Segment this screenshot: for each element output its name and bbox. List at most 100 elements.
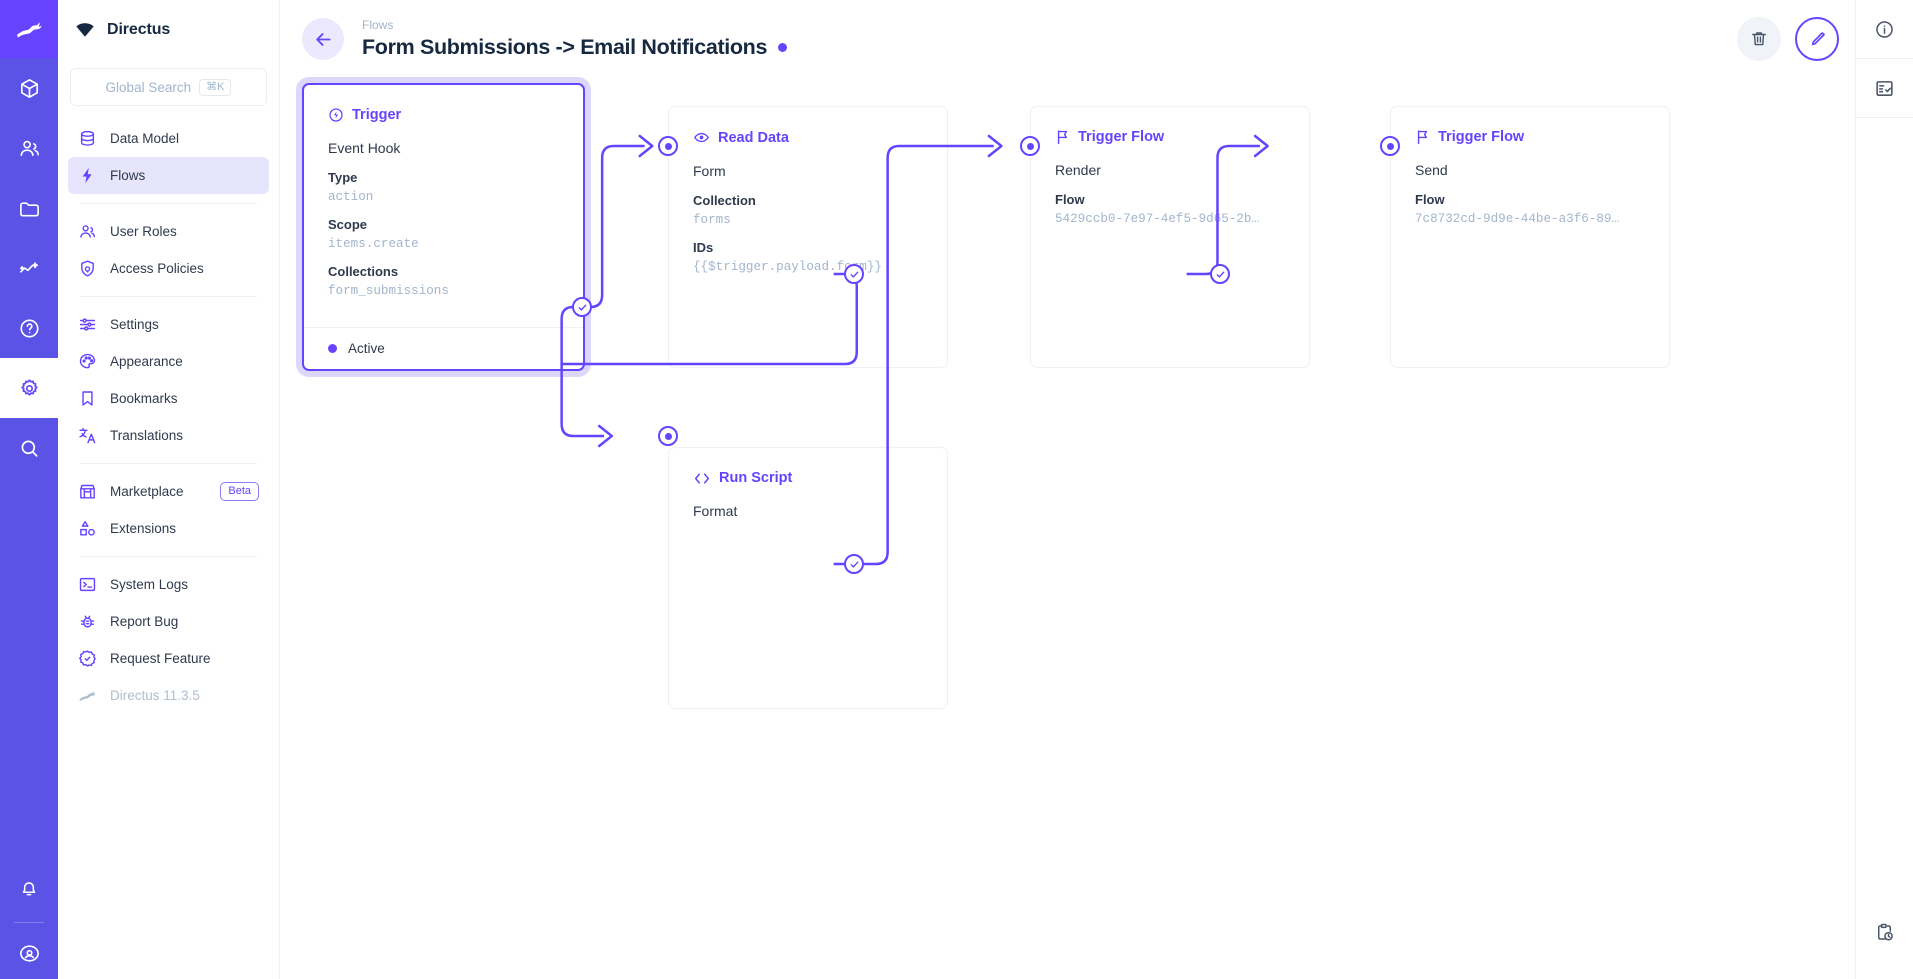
sidebar-item-access-policies[interactable]: Access Policies [68, 250, 269, 287]
sidebar-item-data-model[interactable]: Data Model [68, 120, 269, 157]
sidebar-item-marketplace[interactable]: MarketplaceBeta [68, 473, 269, 510]
sidebar-item-system-logs[interactable]: System Logs [68, 566, 269, 603]
sidebar-item-settings[interactable]: Settings [68, 306, 269, 343]
delete-flow-button[interactable] [1737, 17, 1781, 61]
sidebar-item-appearance[interactable]: Appearance [68, 343, 269, 380]
page-header: Flows Form Submissions -> Email Notifica… [280, 0, 1855, 78]
node-status-label: Active [348, 341, 385, 356]
port-send-input[interactable] [1380, 136, 1400, 156]
port-render-input[interactable] [1020, 136, 1040, 156]
sidebar-item-label: Request Feature [110, 651, 211, 666]
port-run-script-input[interactable] [658, 426, 678, 446]
flow-node-trigger-flow-send[interactable]: Trigger Flow Send Flow 7c8732cd-9d9e-44b… [1390, 106, 1670, 368]
field-value-scope: items.create [328, 235, 559, 255]
activity-log-button[interactable] [1856, 903, 1913, 961]
module-item-search[interactable] [0, 418, 58, 478]
sidebar-item-label: Report Bug [110, 614, 178, 629]
logs-sidebar-button[interactable] [1856, 59, 1913, 117]
field-label-ids: IDs [693, 238, 923, 258]
sidebar-item-label: Directus 11.3.5 [110, 688, 200, 703]
sidebar-item-flows[interactable]: Flows [68, 157, 269, 194]
node-status-footer: Active [304, 327, 583, 369]
back-button[interactable] [302, 18, 344, 60]
flow-node-run-script[interactable]: Run Script Format [668, 447, 948, 709]
search-icon [18, 437, 41, 460]
arrow-left-icon [313, 29, 334, 50]
lightning-icon [78, 166, 97, 185]
store-icon [78, 482, 97, 501]
sidebar-divider [80, 556, 257, 557]
flow-node-trigger[interactable]: Trigger Event Hook Type action Scope ite… [302, 83, 585, 371]
palette-icon [78, 352, 97, 371]
sidebar-item-extensions[interactable]: Extensions [68, 510, 269, 547]
status-badge [778, 43, 787, 52]
module-item-docs[interactable] [0, 298, 58, 358]
sidebar-divider [80, 463, 257, 464]
box-icon [18, 77, 41, 100]
sidebar-item-label: Settings [110, 317, 159, 332]
info-circle-icon [1874, 19, 1895, 40]
sidebar-item-label: Bookmarks [110, 391, 178, 406]
navigation-sidebar: Directus Global Search ⌘K Data ModelFlow… [58, 0, 280, 979]
rabbit-logo-icon [14, 18, 44, 40]
module-item-account[interactable] [0, 927, 58, 979]
node-name: Event Hook [328, 139, 559, 157]
port-read-data-success[interactable] [844, 264, 864, 284]
node-type-header: Trigger Flow [1055, 129, 1285, 145]
field-label-collection: Collection [693, 191, 923, 211]
flow-canvas[interactable]: Trigger Event Hook Type action Scope ite… [280, 78, 1855, 979]
module-item-settings[interactable] [0, 358, 58, 418]
node-type-header: Trigger Flow [1415, 129, 1645, 145]
sidebar-item-label: Extensions [110, 521, 176, 536]
module-item-users[interactable] [0, 118, 58, 178]
sidebar-item-report-bug[interactable]: Report Bug [68, 603, 269, 640]
title-block: Flows Form Submissions -> Email Notifica… [362, 18, 787, 60]
node-name: Format [693, 502, 923, 520]
flag-icon [1415, 129, 1430, 145]
field-value-flow: 7c8732cd-9d9e-44be-a3f6-89… [1415, 210, 1645, 230]
bookmark-icon [78, 389, 97, 408]
sidebar-item-label: Translations [110, 428, 183, 443]
field-value-type: action [328, 188, 559, 208]
user-circle-icon [18, 942, 41, 965]
info-sidebar-button[interactable] [1856, 0, 1913, 58]
eye-icon [693, 129, 710, 146]
directus-diamond-icon [74, 19, 96, 41]
edit-flow-button[interactable] [1795, 17, 1839, 61]
module-item-notifications[interactable] [0, 858, 58, 918]
module-item-content[interactable] [0, 58, 58, 118]
port-render-success[interactable] [1210, 264, 1230, 284]
field-value-collections: form_submissions [328, 282, 559, 302]
question-circle-icon [18, 317, 41, 340]
port-read-data-input[interactable] [658, 136, 678, 156]
module-item-files[interactable] [0, 178, 58, 238]
main-content: Flows Form Submissions -> Email Notifica… [280, 0, 1855, 979]
flow-node-read-data[interactable]: Read Data Form Collection forms IDs {{$t… [668, 106, 948, 368]
check-icon [849, 559, 860, 570]
global-search-input[interactable]: Global Search ⌘K [70, 68, 267, 106]
rabbit-icon [78, 686, 97, 705]
field-label-flow: Flow [1055, 190, 1285, 210]
check-icon [849, 269, 860, 280]
sidebar-item-label: Appearance [110, 354, 183, 369]
port-trigger-success[interactable] [572, 297, 592, 317]
field-value-ids: {{$trigger.payload.form}} [693, 258, 923, 278]
people-icon [18, 137, 41, 160]
node-type-label: Read Data [718, 130, 789, 146]
sidebar-item-translations[interactable]: Translations [68, 417, 269, 454]
breadcrumb[interactable]: Flows [362, 18, 787, 34]
field-label-flow: Flow [1415, 190, 1645, 210]
sidebar-item-label: User Roles [110, 224, 177, 239]
module-item-insights[interactable] [0, 238, 58, 298]
arrowhead-run-script [599, 426, 612, 446]
port-run-script-success[interactable] [844, 554, 864, 574]
sidebar-item-request-feature[interactable]: Request Feature [68, 640, 269, 677]
sidebar-item-user-roles[interactable]: User Roles [68, 213, 269, 250]
flow-node-trigger-flow-render[interactable]: Trigger Flow Render Flow 5429ccb0-7e97-4… [1030, 106, 1310, 368]
sidebar-item-bookmarks[interactable]: Bookmarks [68, 380, 269, 417]
sidebar-nav-list: Data ModelFlowsUser RolesAccess Policies… [58, 120, 279, 714]
node-type-header: Read Data [693, 129, 923, 146]
module-item-directus-logo[interactable] [0, 0, 58, 58]
pencil-icon [1807, 29, 1828, 50]
trash-icon [1749, 29, 1769, 49]
